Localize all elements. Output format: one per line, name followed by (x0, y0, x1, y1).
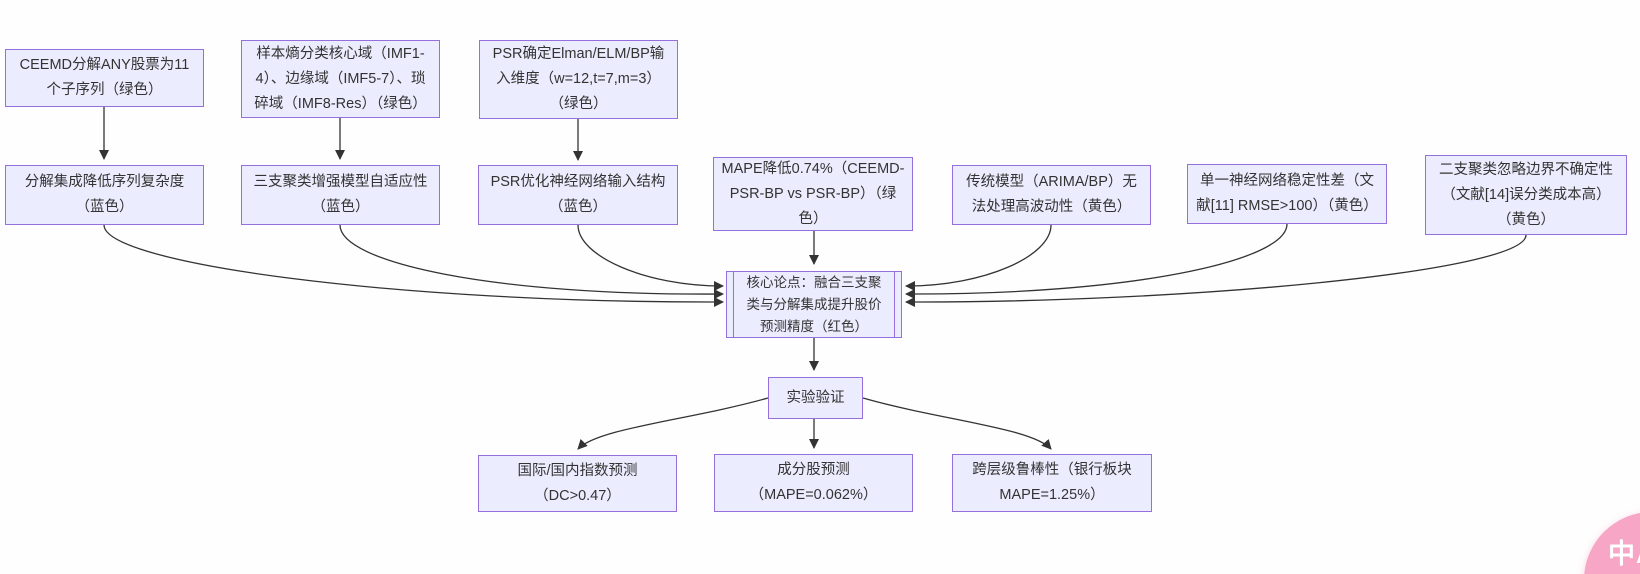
edge-traditional-to-core (905, 224, 1052, 291)
node-core-thesis: 核心论点：融合三支聚类与分解集成提升股价预测精度（红色） (726, 271, 902, 338)
translate-button[interactable]: 中A (1584, 512, 1640, 574)
node-sample-entropy: 样本熵分类核心域（IMF1-4）、边缘域（IMF5-7）、琐碎域（IMF8-Re… (241, 40, 440, 118)
node-psr-benefit: PSR优化神经网络输入结构（蓝色） (478, 165, 678, 225)
edge-twoway-to-core (905, 234, 1527, 308)
node-decomposition-benefit: 分解集成降低序列复杂度（蓝色） (5, 165, 204, 225)
node-experiment-validation: 实验验证 (768, 377, 863, 419)
node-cross-level-robustness: 跨层级鲁棒性（银行板块MAPE=1.25%） (952, 454, 1152, 512)
edge-threeway-to-core (339, 224, 724, 300)
node-index-prediction: 国际/国内指数预测（DC>0.47） (478, 455, 677, 512)
edge-experiment-to-robustness (862, 397, 1052, 450)
translate-icon: 中A (1608, 539, 1640, 569)
node-psr-input-dimension: PSR确定Elman/ELM/BP输入维度（w=12,t=7,m=3）（绿色） (479, 40, 678, 119)
edge-singlenn-to-core (905, 223, 1288, 300)
edge-experiment-to-index (577, 397, 769, 450)
node-single-nn-limit: 单一神经网络稳定性差（文献[11] RMSE>100）（黄色） (1187, 164, 1387, 224)
node-two-way-clustering-limit: 二支聚类忽略边界不确定性（文献[14]误分类成本高）（黄色） (1425, 155, 1627, 235)
edge-decomp-to-core (103, 224, 724, 308)
node-ceemd-decompose: CEEMD分解ANY股票为11个子序列（绿色） (5, 49, 204, 107)
node-mape-evidence: MAPE降低0.74%（CEEMD-PSR-BP vs PSR-BP）（绿色） (713, 157, 913, 231)
node-traditional-model-limit: 传统模型（ARIMA/BP）无法处理高波动性（黄色） (952, 165, 1151, 225)
node-stock-prediction: 成分股预测（MAPE=0.062%） (714, 454, 913, 512)
node-three-way-benefit: 三支聚类增强模型自适应性（蓝色） (241, 165, 440, 225)
edge-psrbenefit-to-core (577, 224, 724, 291)
